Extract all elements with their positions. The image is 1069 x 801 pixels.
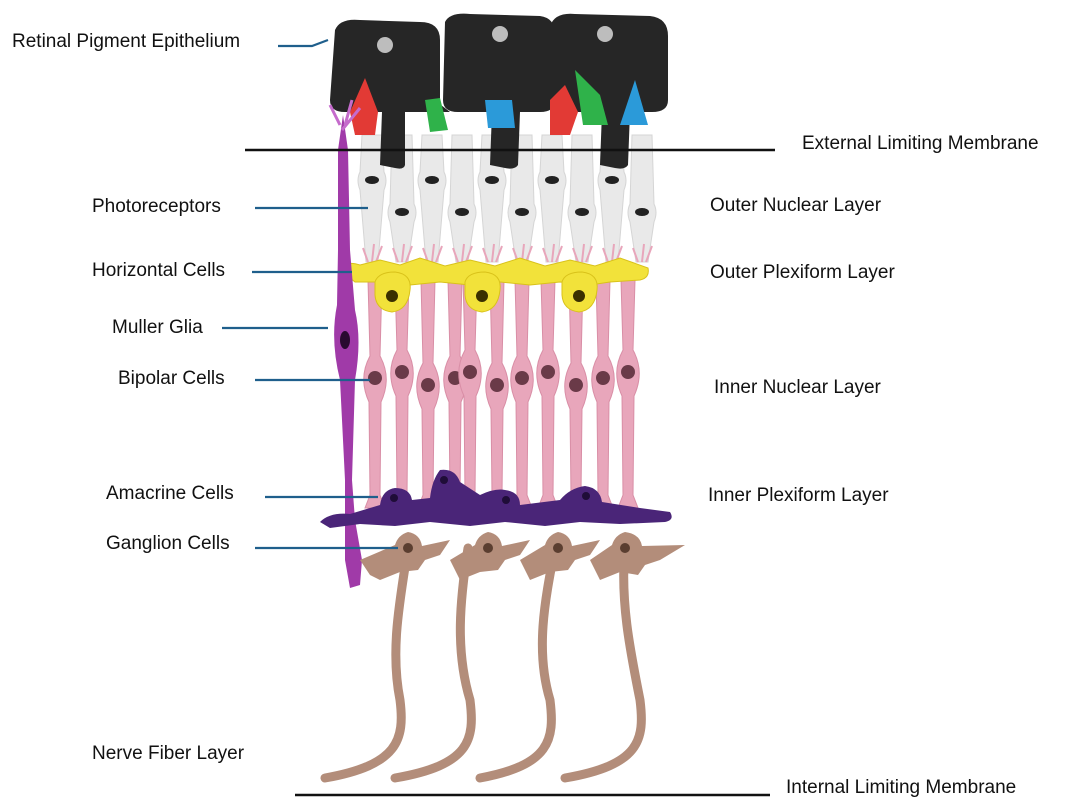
label-inner-nuclear-layer: Inner Nuclear Layer	[714, 377, 881, 399]
photoreceptor-cell	[448, 135, 476, 262]
bipolar-cell	[565, 280, 588, 508]
label-muller-glia: Muller Glia	[112, 317, 203, 339]
label-horizontal-cells: Horizontal Cells	[92, 260, 225, 282]
label-bipolar-cells: Bipolar Cells	[118, 368, 225, 390]
nerve-fibers	[325, 548, 641, 778]
label-inner-plexiform-layer: Inner Plexiform Layer	[708, 485, 889, 507]
label-external-limiting-membrane: External Limiting Membrane	[802, 133, 1039, 155]
label-amacrine-cells: Amacrine Cells	[106, 483, 234, 505]
label-nerve-fiber-layer: Nerve Fiber Layer	[92, 743, 244, 765]
bipolar-cell	[486, 280, 509, 508]
label-ganglion-cells: Ganglion Cells	[106, 533, 230, 555]
bipolar-cell	[617, 280, 640, 508]
label-internal-limiting-membrane: Internal Limiting Membrane	[786, 777, 1016, 799]
label-outer-nuclear-layer: Outer Nuclear Layer	[710, 195, 881, 217]
bipolar-cell	[391, 280, 414, 508]
photoreceptor-cell	[628, 135, 656, 262]
bipolar-cell	[364, 280, 387, 508]
label-photoreceptors: Photoreceptors	[92, 196, 221, 218]
bipolar-cell	[511, 280, 534, 508]
photoreceptor-cell	[568, 135, 596, 262]
bipolar-cell	[537, 280, 560, 508]
bipolar-cell	[592, 280, 615, 508]
label-outer-plexiform-layer: Outer Plexiform Layer	[710, 262, 895, 284]
label-retinal-pigment-epithelium: Retinal Pigment Epithelium	[12, 31, 240, 53]
photoreceptor-cell	[418, 135, 446, 262]
photoreceptor-cell	[538, 135, 566, 262]
bipolar-cell	[417, 280, 440, 508]
ganglion-cells	[360, 532, 685, 580]
bipolar-cells	[364, 280, 640, 508]
